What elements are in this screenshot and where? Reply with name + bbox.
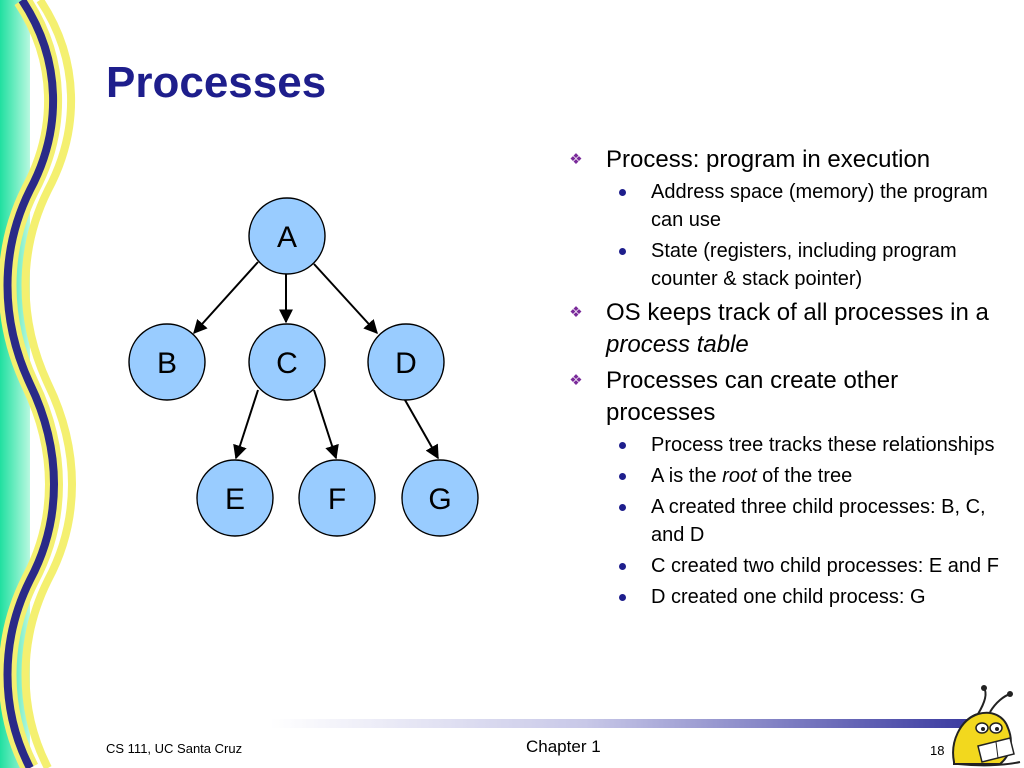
footer-course: CS 111, UC Santa Cruz bbox=[106, 741, 243, 756]
bullet-item: ❖ OS keeps track of all processes in a p… bbox=[566, 297, 1006, 361]
sub-bullet-item: State (registers, including program coun… bbox=[566, 237, 1006, 293]
node-label-d: D bbox=[395, 347, 417, 380]
edge-a-d bbox=[313, 263, 378, 335]
sub-bullet-text: of the tree bbox=[756, 465, 853, 487]
footer-gradient-bar bbox=[270, 719, 970, 728]
dot-bullet-icon bbox=[619, 248, 626, 255]
dot-bullet-icon bbox=[619, 189, 626, 196]
sub-bullet-item: A is the root of the tree bbox=[566, 462, 1006, 490]
edge-a-b bbox=[193, 261, 259, 335]
node-d: D bbox=[367, 323, 445, 401]
sub-bullet-item: C created two child processes: E and F bbox=[566, 552, 1006, 580]
page-number: 18 bbox=[930, 743, 945, 758]
sub-bullet-text: Process tree tracks these relationships bbox=[651, 434, 995, 456]
diamond-bullet-icon: ❖ bbox=[569, 151, 583, 168]
bullet-text-italic: process table bbox=[606, 331, 749, 358]
bullet-list: ❖ Process: program in execution Address … bbox=[566, 140, 1006, 614]
diamond-bullet-icon: ❖ bbox=[569, 372, 583, 389]
sub-bullet-item: Process tree tracks these relationships bbox=[566, 431, 1006, 459]
node-c: C bbox=[248, 323, 326, 401]
banana-slug-mascot-icon bbox=[952, 685, 1021, 767]
sub-bullet-item: D created one child process: G bbox=[566, 583, 1006, 611]
dot-bullet-icon bbox=[619, 442, 626, 449]
edge-d-g bbox=[404, 399, 439, 460]
sub-bullet-text: A is the bbox=[651, 465, 723, 487]
sub-bullet-text-italic: root bbox=[722, 465, 757, 487]
node-f: F bbox=[298, 459, 376, 537]
node-label-a: A bbox=[277, 221, 297, 254]
diamond-bullet-icon: ❖ bbox=[569, 304, 583, 321]
dot-bullet-icon bbox=[619, 473, 626, 480]
dot-bullet-icon bbox=[619, 563, 626, 570]
bullet-text: Process: program in execution bbox=[606, 146, 931, 173]
sub-bullet-text: D created one child process: G bbox=[651, 586, 926, 608]
sub-bullet-text: State (registers, including program coun… bbox=[651, 240, 957, 290]
edge-c-f bbox=[313, 389, 339, 460]
node-b: B bbox=[128, 323, 206, 401]
node-a: A bbox=[248, 197, 326, 275]
bullet-item: ❖ Processes can create other processes bbox=[566, 365, 1006, 429]
sub-bullet-text: Address space (memory) the program can u… bbox=[651, 181, 988, 231]
sub-bullet-text: C created two child processes: E and F bbox=[651, 555, 999, 577]
bullet-text: OS keeps track of all processes in a bbox=[606, 299, 989, 326]
bullet-text: Processes can create other processes bbox=[606, 367, 899, 426]
node-e: E bbox=[196, 459, 274, 537]
node-label-b: B bbox=[157, 347, 177, 380]
dot-bullet-icon bbox=[619, 504, 626, 511]
node-label-f: F bbox=[328, 483, 346, 516]
bullet-item: ❖ Process: program in execution bbox=[566, 144, 1006, 176]
node-label-e: E bbox=[225, 483, 245, 516]
slide-title: Processes bbox=[106, 58, 327, 107]
decorative-wave-border bbox=[0, 0, 76, 768]
sub-bullet-item: A created three child processes: B, C, a… bbox=[566, 493, 1006, 549]
sub-bullet-text: A created three child processes: B, C, a… bbox=[651, 496, 986, 546]
footer-chapter: Chapter 1 bbox=[526, 737, 601, 756]
dot-bullet-icon bbox=[619, 594, 626, 601]
node-label-c: C bbox=[276, 347, 298, 380]
node-g: G bbox=[401, 459, 479, 537]
sub-bullet-item: Address space (memory) the program can u… bbox=[566, 178, 1006, 234]
edge-c-e bbox=[233, 389, 259, 460]
node-label-g: G bbox=[428, 483, 451, 516]
